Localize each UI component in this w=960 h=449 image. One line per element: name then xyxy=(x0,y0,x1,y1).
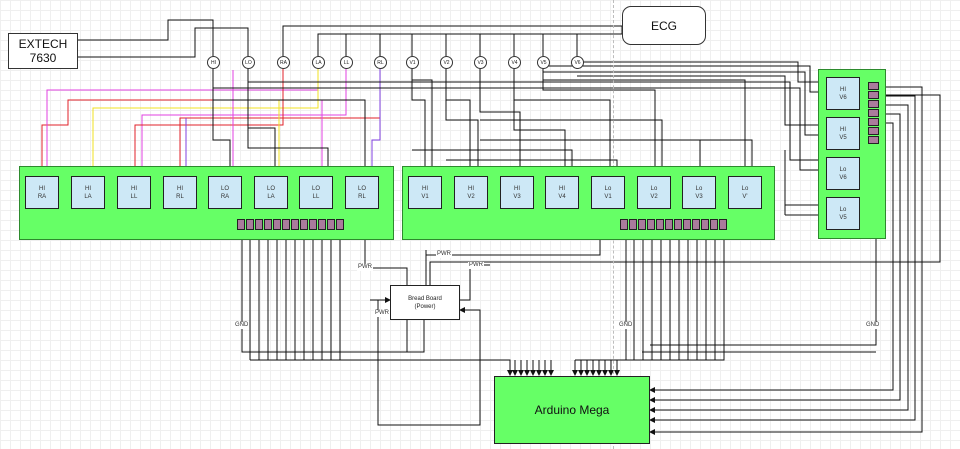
relay-hi-ra: HI RA xyxy=(25,176,59,209)
pwr-label-left: PWR xyxy=(357,264,373,271)
relay-hi-v1: HI V1 xyxy=(408,176,442,209)
gnd-label-middle: GND xyxy=(618,322,634,329)
pwr-label-right: PWR xyxy=(468,262,484,269)
relay-hi-ll: HI LL xyxy=(117,176,151,209)
lead-hi: HI xyxy=(207,56,220,69)
relay-hi-v5: HI V5 xyxy=(826,117,860,150)
lead-ll: LL xyxy=(340,56,353,69)
pwr-label-breadboard: PWR xyxy=(374,310,390,317)
lead-lo: LO xyxy=(242,56,255,69)
lead-v1: V1 xyxy=(406,56,419,69)
breadboard-power: Bread Board (Power) xyxy=(390,285,460,320)
lead-la: LA xyxy=(312,56,325,69)
extech-meter: EXTECH 7630 xyxy=(8,33,78,69)
v-panel-connector xyxy=(868,82,879,145)
lead-v2: V2 xyxy=(440,56,453,69)
relay-lo-v5: Lo V5 xyxy=(826,197,860,230)
relay-hi-rl: HI RL xyxy=(163,176,197,209)
relay-lo-v1: Lo V1 xyxy=(591,176,625,209)
gnd-label-left: GND xyxy=(234,322,250,329)
chest-panel-connector xyxy=(620,219,728,230)
pwr-label-top: PWR xyxy=(436,251,452,258)
lead-v4: V4 xyxy=(508,56,521,69)
arduino-mega: Arduino Mega xyxy=(494,376,650,444)
lead-v6: V6 xyxy=(571,56,584,69)
relay-hi-v2: HI V2 xyxy=(454,176,488,209)
gnd-label-right: GND xyxy=(865,322,881,329)
relay-lo-v3: Lo V3 xyxy=(682,176,716,209)
lead-ra: RA xyxy=(277,56,290,69)
lead-rl: RL xyxy=(374,56,387,69)
relay-hi-v3: HI V3 xyxy=(500,176,534,209)
relay-lo-v2: Lo V2 xyxy=(637,176,671,209)
relay-lo-ra: LO RA xyxy=(208,176,242,209)
lead-bus-wires xyxy=(78,19,623,58)
limb-panel-connector xyxy=(237,219,345,230)
relay-hi-la: HI LA xyxy=(71,176,105,209)
ecg-device: ECG xyxy=(622,6,706,45)
lead-v3: V3 xyxy=(474,56,487,69)
lead-v5: V5 xyxy=(537,56,550,69)
relay-lo-ll: LO LL xyxy=(299,176,333,209)
relay-lo-v-prime: Lo V' xyxy=(728,176,762,209)
relay-lo-la: LO LA xyxy=(254,176,288,209)
relay-hi-v6: HI V6 xyxy=(826,77,860,110)
relay-hi-v4: HI V4 xyxy=(545,176,579,209)
relay-lo-v6: Lo V6 xyxy=(826,157,860,190)
relay-lo-rl: LO RL xyxy=(345,176,379,209)
